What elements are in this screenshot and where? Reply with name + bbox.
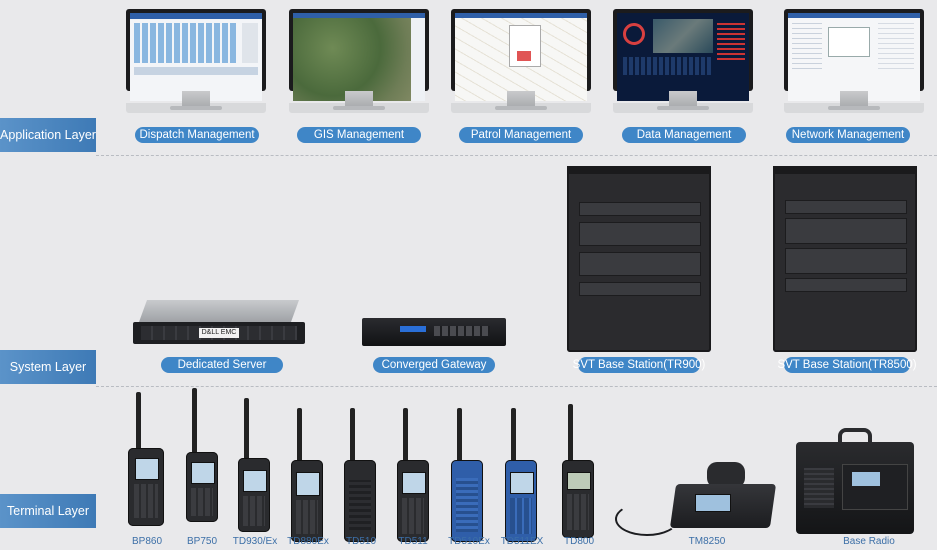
- network-monitor: [784, 9, 924, 113]
- tr900-rack-image: [567, 166, 711, 352]
- application-layer-tag: Application Layer: [0, 118, 96, 152]
- patrol-monitor: [451, 9, 591, 113]
- tr8500-rack-image: [773, 166, 917, 352]
- tm8250-label: TM8250: [688, 536, 726, 547]
- terminal-layer-tag: Terminal Layer: [0, 494, 96, 528]
- data-monitor: [613, 9, 753, 113]
- patrol-management-label: Patrol Management: [459, 127, 583, 143]
- application-divider: [96, 155, 937, 156]
- td880ex-label: TD880Ex: [287, 536, 329, 547]
- server-brand-plate: D&LL EMC: [199, 328, 239, 338]
- td511-label: TD511: [398, 536, 428, 547]
- tr900-label: SVT Base Station(TR900): [572, 357, 706, 373]
- td510-label: TD510: [345, 536, 376, 547]
- tr8500-label: SVT Base Station(TR8500): [777, 357, 917, 373]
- tm8250-mobile-radio: [615, 462, 777, 536]
- dispatch-monitor: [126, 9, 266, 113]
- gis-management-label: GIS Management: [297, 127, 421, 143]
- base-radio-label: Base Radio: [843, 536, 895, 547]
- gis-monitor: [289, 9, 429, 113]
- td800-label: TD800: [563, 536, 594, 547]
- dedicated-server-label: Dedicated Server: [161, 357, 283, 373]
- converged-gateway-label: Converged Gateway: [373, 357, 495, 373]
- bp750-label: BP750: [186, 536, 218, 547]
- data-management-label: Data Management: [622, 127, 746, 143]
- base-radio-image: [796, 428, 914, 534]
- network-management-label: Network Management: [786, 127, 910, 143]
- td510ex-label: TD510Ex: [448, 536, 490, 547]
- system-divider: [96, 386, 937, 387]
- td511ex-label: TD511EX: [500, 536, 544, 547]
- dispatch-management-label: Dispatch Management: [135, 127, 259, 143]
- bp860-label: BP860: [131, 536, 163, 547]
- system-layer-tag: System Layer: [0, 350, 96, 384]
- td930ex-label: TD930/Ex: [232, 536, 278, 547]
- dedicated-server-image: D&LL EMC: [133, 300, 305, 346]
- converged-gateway-image: [362, 318, 506, 346]
